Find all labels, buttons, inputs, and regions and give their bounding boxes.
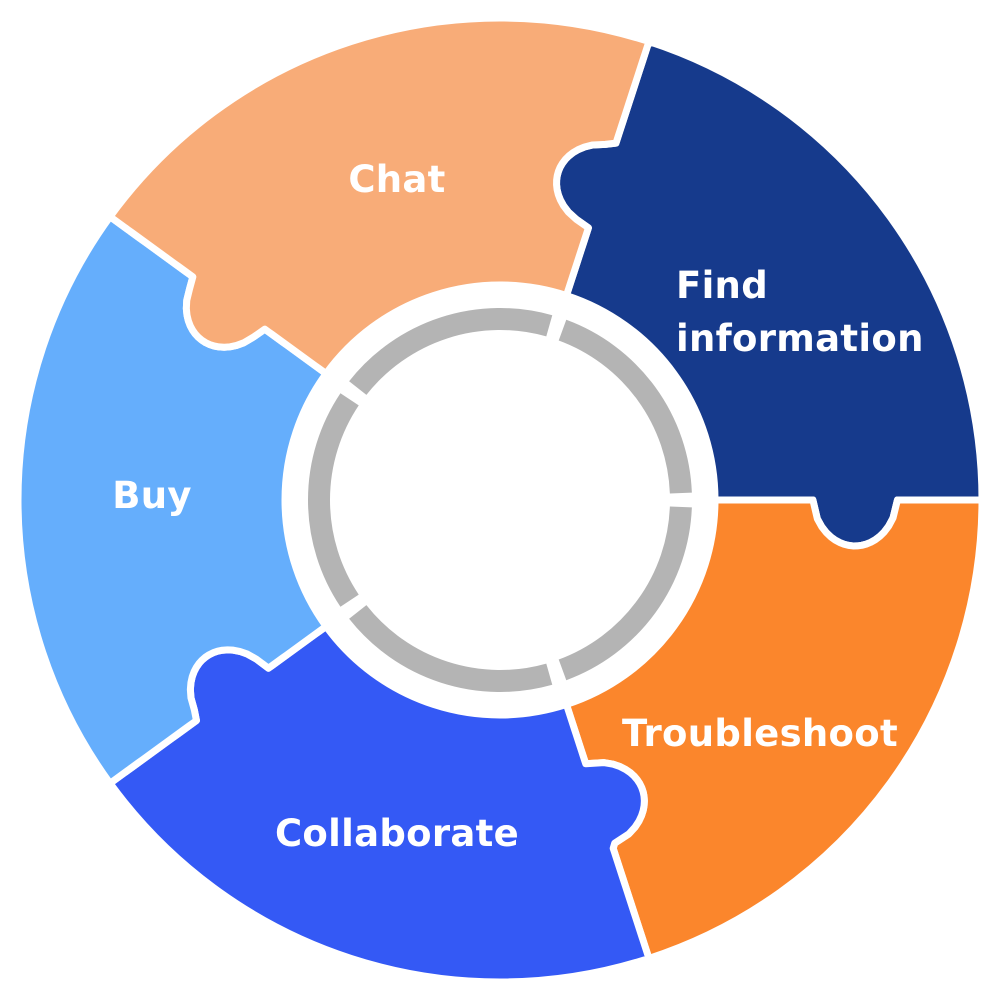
inner-ring-arc-troubleshoot (349, 605, 553, 692)
inner-ring-arc-collaborate (308, 393, 359, 607)
center-disc (287, 287, 713, 713)
label-line: Find (676, 264, 768, 307)
inner-ring-arc-chat (558, 319, 692, 494)
label-line: Collaborate (275, 812, 519, 855)
inner-ring-arc-buy (349, 308, 553, 395)
label-line: Troubleshoot (622, 712, 898, 755)
segment-buy (106, 14, 653, 378)
label-buy: Buy (112, 474, 192, 517)
label-line: Chat (348, 158, 445, 201)
label-troubleshoot: Troubleshoot (622, 712, 898, 755)
label-find-information: Find information (676, 264, 924, 360)
label-collaborate: Collaborate (275, 812, 519, 855)
inner-ring-arc-find-information (558, 506, 692, 681)
label-line: information (676, 317, 924, 360)
label-chat: Chat (348, 158, 445, 201)
label-line: Buy (112, 474, 192, 517)
